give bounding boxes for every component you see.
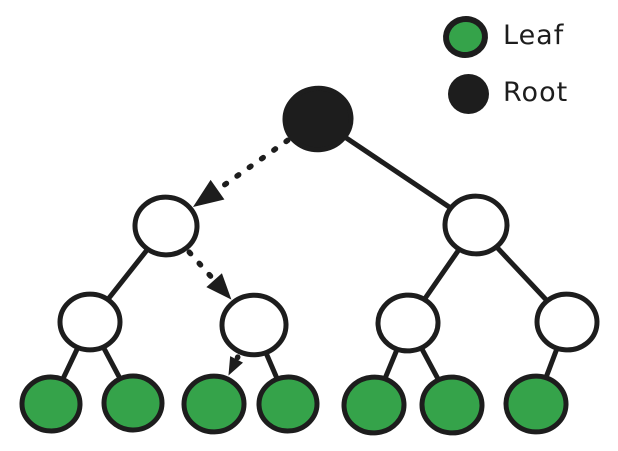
tree-node-n5 xyxy=(375,292,441,354)
tree-node-l3 xyxy=(181,373,247,435)
dotted-edge-line xyxy=(186,249,216,282)
arrowhead-icon xyxy=(228,356,244,376)
tree-edge-n4-l3 xyxy=(228,354,244,376)
tree-node-n6 xyxy=(534,291,600,353)
tree-node-l1 xyxy=(19,374,83,434)
tree-node-l4 xyxy=(256,374,320,434)
tree-node-n4 xyxy=(219,292,289,358)
tree-node-n1 xyxy=(132,194,200,258)
arrowhead-icon xyxy=(192,179,225,208)
tree-node-l5 xyxy=(341,374,407,436)
tree-node-n2 xyxy=(442,193,510,257)
tree-node-l6 xyxy=(419,374,485,436)
arrowhead-icon xyxy=(206,273,232,300)
tree-edge-n1-n4 xyxy=(186,249,232,300)
tree-node-l7 xyxy=(503,373,569,435)
tree-node-l2 xyxy=(101,373,165,433)
tree-node-root xyxy=(282,85,354,153)
dotted-edge-line xyxy=(216,137,291,192)
tree-node-n3 xyxy=(57,291,123,353)
tree-edge-root-n1 xyxy=(192,137,291,208)
